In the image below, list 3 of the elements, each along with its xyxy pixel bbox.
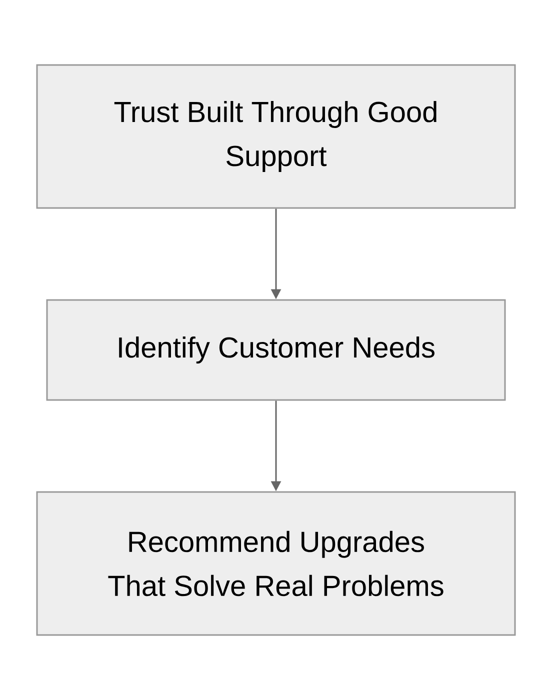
process-box: Trust Built Through Good Support — [36, 64, 516, 209]
process-box: Identify Customer Needs — [46, 299, 506, 401]
process-box: Recommend Upgrades That Solve Real Problems — [36, 491, 516, 636]
